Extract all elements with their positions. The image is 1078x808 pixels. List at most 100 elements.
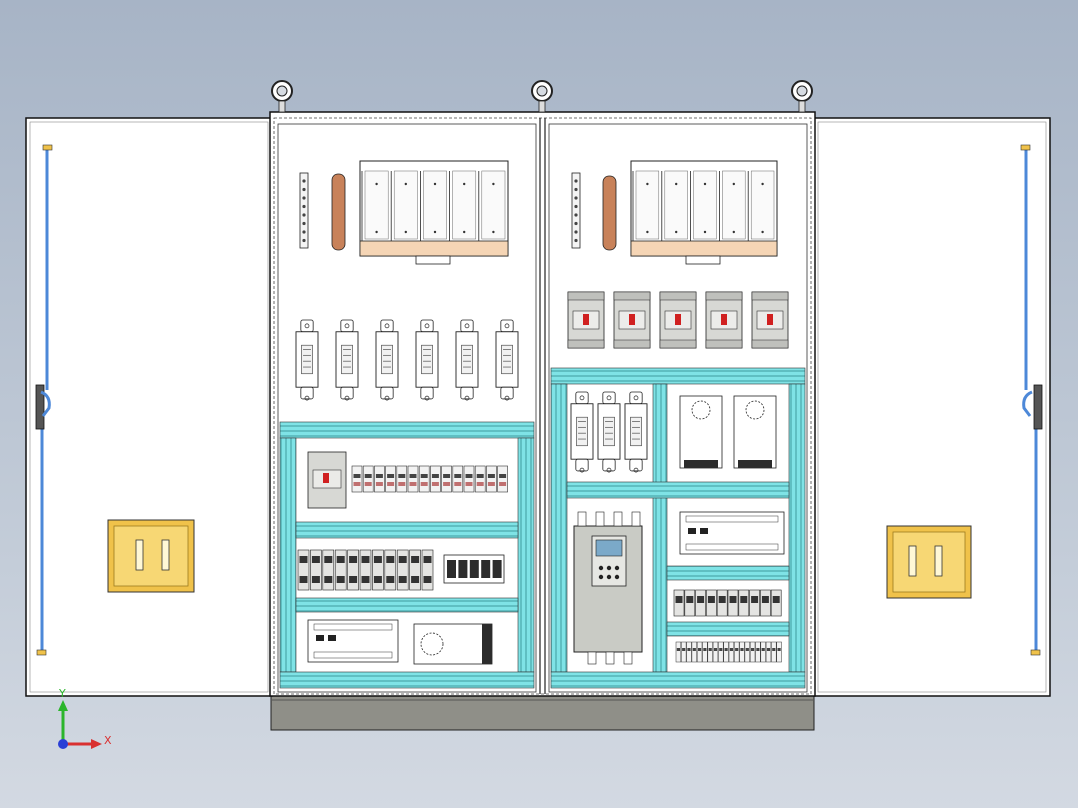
terminal-block <box>696 641 703 663</box>
din-rail-row-1 <box>307 451 508 509</box>
relay <box>334 549 347 591</box>
fuse-holder[interactable] <box>295 319 319 401</box>
switch-pole <box>390 170 418 241</box>
relay-module-slot <box>469 560 479 578</box>
relay <box>770 589 782 617</box>
moulded-case-breaker[interactable] <box>613 291 651 349</box>
moulded-case-breaker[interactable] <box>567 291 605 349</box>
terminal-block <box>760 641 766 663</box>
relay <box>421 549 434 591</box>
terminal-block <box>474 465 486 493</box>
wiring-ducts <box>550 367 806 689</box>
main-isolator-switch[interactable] <box>630 160 778 265</box>
switch-pole <box>632 170 660 241</box>
relay-module <box>443 554 505 584</box>
fuse-holder[interactable] <box>335 319 359 401</box>
y-axis-label: Y <box>58 687 66 700</box>
terminal-block <box>728 641 735 663</box>
relay-module-slot <box>447 560 456 578</box>
right-door[interactable] <box>813 117 1051 697</box>
terminal-block <box>691 641 697 663</box>
relay <box>322 549 335 591</box>
switch-pole <box>719 170 746 241</box>
fuse-holder[interactable] <box>495 319 519 401</box>
relay <box>384 549 397 591</box>
moulded-case-breaker[interactable] <box>751 291 789 349</box>
terminal-block <box>755 641 761 663</box>
relay <box>695 589 706 617</box>
relay <box>359 549 372 591</box>
variable-frequency-drive[interactable] <box>573 511 643 665</box>
terminal-block <box>362 465 374 493</box>
relay-module-slot <box>458 560 468 578</box>
right-bay <box>548 123 808 693</box>
fuse-holder[interactable] <box>570 391 594 473</box>
power-supply-unit <box>733 395 777 469</box>
earth-busbar <box>331 173 346 251</box>
neutral-busbar <box>571 172 581 249</box>
switch-pole <box>419 170 447 241</box>
switch-pole <box>361 170 389 241</box>
terminal-block <box>351 465 363 493</box>
terminal-block <box>723 641 729 663</box>
left-bay <box>277 123 537 693</box>
fuse-holder[interactable] <box>415 319 439 401</box>
left-door[interactable] <box>25 117 273 697</box>
switch-pole <box>661 170 688 241</box>
terminal-block <box>430 465 441 493</box>
relay <box>738 589 750 617</box>
relay <box>760 589 771 617</box>
terminal-block <box>744 641 750 663</box>
plc-module <box>307 619 399 663</box>
moulded-case-breaker[interactable] <box>705 291 743 349</box>
terminal-block-strip <box>675 641 782 663</box>
neutral-busbar <box>299 172 309 249</box>
circuit-breaker[interactable] <box>307 451 347 509</box>
axis-triad: Y X <box>58 687 112 749</box>
terminal-block <box>407 465 419 493</box>
terminal-block <box>749 641 756 663</box>
earth-busbar <box>602 175 617 251</box>
relay <box>749 589 760 617</box>
relay-module-slot <box>492 560 502 578</box>
fuse-holder-group <box>570 391 648 473</box>
terminal-block <box>712 641 719 663</box>
wiring-ducts <box>279 421 535 689</box>
lifting-eye <box>271 80 293 113</box>
relay <box>673 589 685 617</box>
terminal-block <box>675 641 682 663</box>
lifting-eye <box>531 80 553 113</box>
terminal-block <box>497 465 508 493</box>
terminal-block <box>686 641 692 663</box>
terminal-block <box>718 641 724 663</box>
fuse-holder-row <box>295 319 519 401</box>
relay <box>347 549 359 591</box>
din-rail-row-3 <box>307 619 493 665</box>
main-isolator-switch[interactable] <box>359 160 509 265</box>
terminal-block <box>486 465 497 493</box>
terminal-block <box>734 641 740 663</box>
relay <box>310 549 322 591</box>
switch-pole <box>449 170 477 241</box>
terminal-block <box>385 465 396 493</box>
terminal-block <box>452 465 464 493</box>
switch-pole <box>478 170 506 241</box>
door-handle[interactable] <box>107 519 195 593</box>
fuse-holder[interactable] <box>455 319 479 401</box>
relay <box>716 589 728 617</box>
terminal-block <box>441 465 452 493</box>
relay <box>396 549 409 591</box>
moulded-case-breaker-row <box>567 291 789 349</box>
door-handle[interactable] <box>886 525 972 599</box>
moulded-case-breaker[interactable] <box>659 291 697 349</box>
fuse-holder[interactable] <box>597 391 621 473</box>
fuse-holder[interactable] <box>624 391 648 473</box>
fuse-holder[interactable] <box>375 319 399 401</box>
relay <box>727 589 739 617</box>
relay-bank <box>297 549 434 591</box>
terminal-block <box>418 465 430 493</box>
power-supply-unit <box>413 623 493 665</box>
plc-module <box>679 511 785 555</box>
relay <box>684 589 696 617</box>
relay <box>372 549 384 591</box>
